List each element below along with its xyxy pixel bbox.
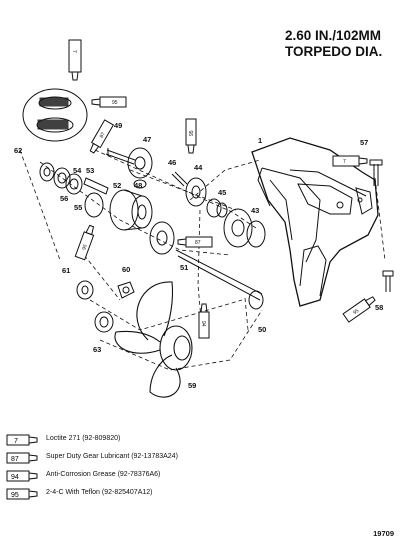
legend-code: 95	[11, 492, 19, 499]
propeller-59	[114, 281, 193, 398]
legend-label: Loctite 271 (92-809820)	[46, 435, 121, 442]
tube-95-left-lower: 95	[74, 224, 95, 261]
reverse-gear-assembly	[149, 221, 175, 255]
callout-43: 43	[251, 206, 259, 215]
callout-62: 62	[14, 146, 22, 155]
tube-94-lower: 94	[198, 303, 210, 339]
title-line-1: 2.60 IN./102MM	[285, 28, 382, 43]
legend-code: 87	[11, 456, 19, 463]
parts	[39, 147, 394, 398]
title-line-2: TORPEDO DIA.	[285, 44, 383, 59]
washer-60	[117, 281, 135, 299]
tube-87-center: 87	[177, 236, 213, 248]
tube-code: 87	[195, 240, 201, 246]
nut-61	[76, 280, 94, 300]
legend-code: 94	[11, 474, 19, 481]
tube-icon: 87	[6, 452, 38, 464]
callout-53: 53	[86, 166, 94, 175]
bearing-carrier-52	[109, 189, 153, 231]
tube-code: 95	[352, 308, 360, 316]
tube-icon: 95	[6, 488, 38, 500]
tube-95-mid: 95	[185, 118, 197, 154]
callout-55: 55	[74, 203, 82, 212]
callout-54: 54	[73, 166, 82, 175]
seal-56	[53, 167, 71, 189]
tube-code: 94	[200, 321, 206, 327]
callout-63: 63	[93, 345, 101, 354]
callout-61: 61	[62, 266, 70, 275]
screw-49	[105, 148, 136, 165]
legend-code: 7	[14, 438, 18, 445]
tube-code: 7	[71, 50, 77, 53]
tube-icon: 7	[6, 434, 38, 446]
tube-7-top-left: 7	[68, 39, 82, 81]
exploded-parts-diagram: 7 95 87 95 7 95 87	[14, 39, 394, 398]
tube-code: 95	[189, 130, 195, 136]
tube-code: 95	[112, 100, 118, 106]
legend-item-94: 94 Anti-Corrosion Grease (92-78376A6)	[6, 469, 306, 485]
tube-code: 95	[81, 243, 89, 250]
forward-gear-43	[223, 208, 266, 248]
tube-95-top: 95	[91, 96, 127, 108]
diagram-title: 2.60 IN./102MM TORPEDO DIA.	[285, 28, 397, 60]
sleeve-45	[206, 198, 228, 218]
legend-label: Anti-Corrosion Grease (92-78376A6)	[46, 471, 161, 478]
tube-icon: 94	[6, 470, 38, 482]
tube-95-right-lower: 95	[342, 296, 376, 323]
legend-label: Super Duty Gear Lubricant (92-13783A24)	[46, 453, 178, 460]
propeller-shaft-51	[175, 249, 263, 301]
bearing-54	[65, 173, 83, 195]
callout-46: 46	[168, 158, 176, 167]
part-callouts: 1 43 44 45 46 47 48 49 50 51 52 53 54 55…	[14, 121, 383, 390]
gear-44	[185, 177, 207, 207]
lubricant-tubes: 7 95 87 95 7 95 87	[68, 39, 376, 339]
callout-47: 47	[143, 135, 151, 144]
tube-7-right: 7	[332, 155, 368, 167]
callout-45: 45	[218, 188, 226, 197]
callout-57: 57	[360, 138, 368, 147]
legend-item-87: 87 Super Duty Gear Lubricant (92-13783A2…	[6, 451, 306, 467]
callout-49: 49	[114, 121, 122, 130]
pinion-gear-47	[127, 147, 153, 179]
callout-44: 44	[194, 163, 203, 172]
callout-56: 56	[60, 194, 68, 203]
o-ring-55	[84, 192, 104, 218]
callout-52: 52	[113, 181, 121, 190]
shaft-53	[83, 177, 109, 195]
callout-58: 58	[375, 303, 383, 312]
retainer-48	[133, 179, 147, 189]
gear-housing	[251, 137, 379, 307]
thrust-hub-63	[94, 311, 114, 333]
bolt-58	[382, 270, 394, 292]
legend-item-7: 7 Loctite 271 (92-809820)	[6, 433, 306, 449]
tube-code: 87	[99, 131, 107, 139]
callout-48: 48	[134, 181, 142, 190]
tube-87-left: 87	[89, 119, 115, 154]
bolt-57	[369, 159, 383, 186]
clutch-50	[248, 290, 264, 310]
legend-item-95: 95 2-4-C With Teflon (92-825407A12)	[6, 487, 306, 503]
callout-1: 1	[258, 136, 262, 145]
callout-51: 51	[180, 263, 188, 272]
drawing-number: 19709	[373, 529, 394, 538]
legend-label: 2-4-C With Teflon (92-825407A12)	[46, 489, 153, 496]
seal-62	[39, 162, 55, 182]
callout-60: 60	[122, 265, 130, 274]
callout-50: 50	[258, 325, 266, 334]
lubricant-legend: 7 Loctite 271 (92-809820) 87 Super Duty …	[6, 433, 306, 505]
shim-detail-inset	[22, 88, 88, 142]
pin-46	[171, 171, 188, 187]
tube-code: 7	[343, 159, 346, 165]
callout-59: 59	[188, 381, 196, 390]
